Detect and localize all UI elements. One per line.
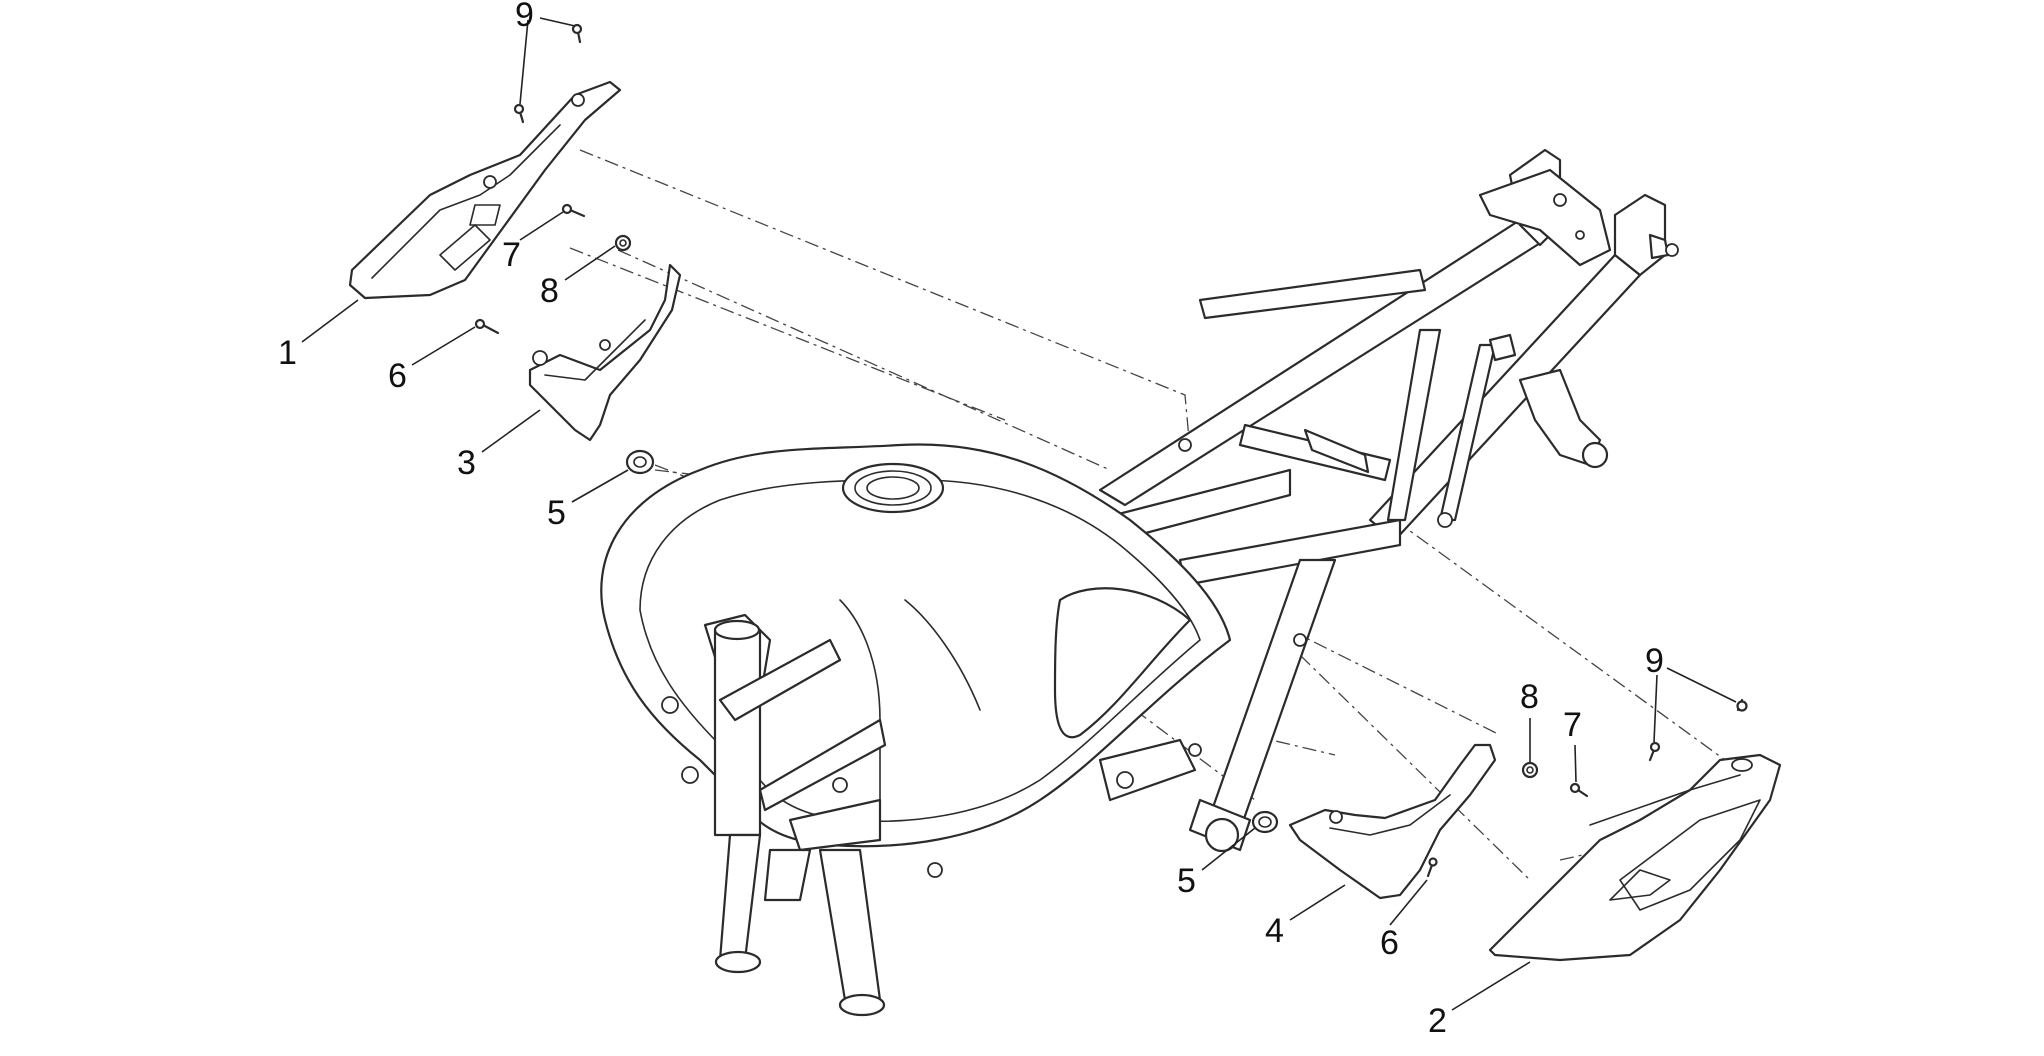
callout-7-right: 7 — [1563, 706, 1582, 744]
callout-5-right: 5 — [1177, 862, 1196, 900]
callout-1: 1 — [278, 334, 297, 372]
part-8-washer-left — [614, 234, 632, 252]
callouts: 1 2 3 4 5 5 6 6 7 7 8 8 9 9 — [278, 0, 1664, 1040]
callout-3: 3 — [457, 444, 476, 482]
part-6-screw-right — [1426, 857, 1438, 878]
part-3-left-inner-bracket — [528, 263, 682, 442]
part-9-screw-right-b — [1736, 698, 1748, 712]
main-frame — [1093, 148, 1679, 853]
callout-5-left: 5 — [547, 494, 566, 532]
part-8-washer-right — [1521, 761, 1539, 779]
part-9-screw-left-b — [571, 23, 583, 44]
callout-2: 2 — [1428, 1002, 1447, 1040]
hardware — [474, 23, 1748, 878]
front-frame — [661, 613, 943, 1017]
callout-9-right: 9 — [1645, 642, 1664, 680]
callout-8-left: 8 — [540, 272, 559, 310]
part-9-screw-left-a — [513, 103, 525, 124]
part-5-grommet-left — [625, 449, 655, 475]
callout-6-left: 6 — [388, 357, 407, 395]
part-7-screw-right — [1569, 782, 1589, 798]
leader-lines — [301, 17, 1737, 1011]
part-2-right-side-cover — [1488, 753, 1782, 962]
part-4-right-inner-bracket — [1288, 743, 1497, 900]
part-1-left-side-cover — [348, 80, 622, 300]
callout-6-right: 6 — [1380, 924, 1399, 962]
part-5-grommet-right — [1251, 810, 1279, 834]
callout-7-left: 7 — [502, 236, 521, 274]
part-6-screw-left — [474, 318, 500, 335]
callout-9-left: 9 — [515, 0, 534, 34]
callout-8-right: 8 — [1520, 678, 1539, 716]
part-7-screw-left — [561, 203, 586, 218]
callout-4: 4 — [1265, 912, 1284, 950]
part-9-screw-right-a — [1648, 741, 1661, 762]
